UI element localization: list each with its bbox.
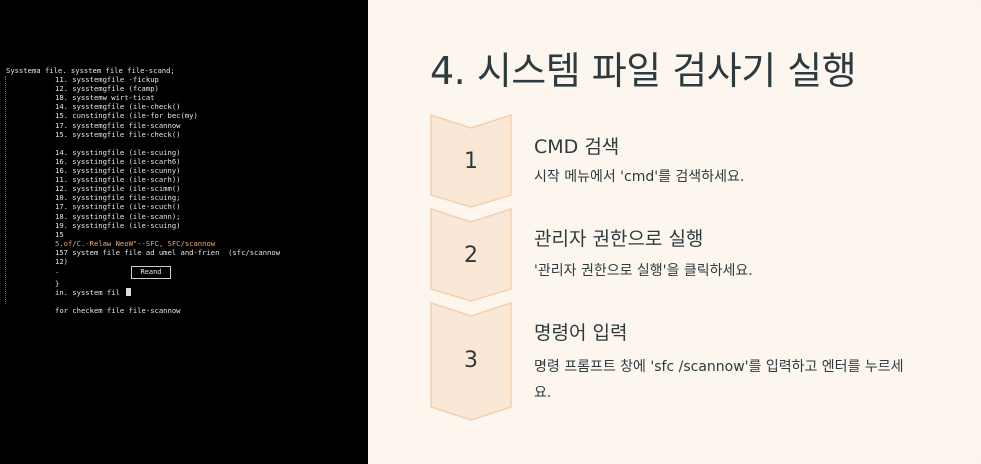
terminal-line: 19. sysstingfile (ile-scuing) <box>55 220 181 230</box>
terminal-screenshot: Sysstema file. sysstem file file-scand;1… <box>0 0 368 464</box>
terminal-line: 16. sysstingfile (ile-scunny) <box>55 166 181 176</box>
terminal-line <box>6 139 280 148</box>
terminal-line: 18. sysstemw wirt-ticat <box>55 93 155 103</box>
terminal-line: 12. sysstemgfile (fcamp) <box>55 84 159 94</box>
terminal-line: 10. sysstingfile file-scuing; <box>55 193 181 203</box>
terminal-line: 16. sysstingfile (ile-scarh6) <box>55 156 181 166</box>
terminal-line: 11. sysstingfile (ile-scarh)) <box>55 175 181 185</box>
terminal-button-row: . Reand <box>6 266 280 280</box>
terminal-line: . <box>55 266 60 276</box>
step-1-number: 1 <box>464 149 478 174</box>
terminal-line: Sysstema file. sysstem file file-scand; <box>6 66 175 75</box>
terminal-line: 17. sysstemgfile file-scannow <box>55 120 181 130</box>
terminal-line: 15. sysstemgfile file-check() <box>55 129 181 139</box>
terminal-line: 17. sysstingfile (ile-scuch() <box>55 202 181 212</box>
step-1-chevron: 1 <box>430 114 512 231</box>
terminal-output: Sysstema file. sysstem file file-scand;1… <box>6 66 280 315</box>
terminal-line: } <box>55 279 60 289</box>
step-2-number: 2 <box>464 243 478 268</box>
terminal-line: 157 system file file ad umel and-frien (… <box>55 247 281 257</box>
step-1-description: 시작 메뉴에서 'cmd'를 검색하세요. <box>534 169 745 185</box>
step-3-number: 3 <box>464 348 478 373</box>
terminal-read-button[interactable]: Reand <box>131 266 171 280</box>
terminal-line: 14. sysstingfile (ile-scuing) <box>55 147 181 157</box>
terminal-line: 15. cunstingfile (ile-for bec(my) <box>55 111 198 121</box>
terminal-line: 12) <box>55 256 68 266</box>
terminal-line: for checkem file file-scannow <box>55 306 181 316</box>
terminal-line: 18. sysstingfile (ile-scann); <box>55 211 181 221</box>
terminal-blank-line <box>6 297 280 306</box>
step-3-chevron: 3 <box>430 302 512 421</box>
terminal-indent-guide <box>5 76 7 304</box>
terminal-line: 11. sysstemgfile -fickup <box>55 75 159 85</box>
terminal-line: 5.of/C.-Relaw NeoW"--SFC, SFC/scannow <box>55 238 216 248</box>
terminal-line: in. sysstem fil <box>6 288 280 297</box>
terminal-line: 12. sysstingfile (ile-scimm() <box>55 184 181 194</box>
slide-title: 4. 시스템 파일 검사기 실행 <box>430 49 857 93</box>
step-3-description: 명령 프롬프트 창에 'sfc /scannow'를 입력하고 엔터를 누르세요… <box>534 359 904 401</box>
step-3-title: 명령어 입력 <box>534 322 628 344</box>
step-2-title: 관리자 권한으로 실행 <box>534 228 704 250</box>
terminal-line: 14. sysstemgfile (ile-check() <box>55 102 181 112</box>
terminal-cursor <box>125 288 131 297</box>
terminal-line: 15 <box>55 229 64 239</box>
step-2-chevron: 2 <box>430 208 512 325</box>
step-2-description: '관리자 권한으로 실행'을 클릭하세요. <box>534 263 753 279</box>
step-1-title: CMD 검색 <box>534 136 620 158</box>
